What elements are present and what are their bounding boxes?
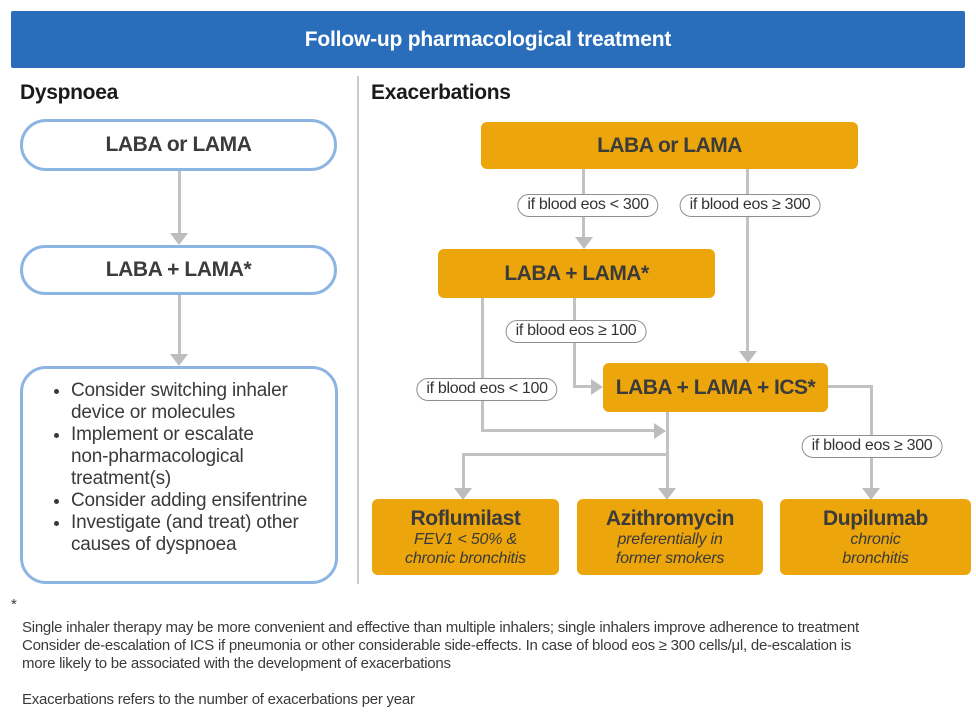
connector-line [573, 298, 576, 388]
exac-step2-box: LABA + LAMA* [438, 249, 715, 298]
connector-line [178, 171, 181, 234]
connector-line [828, 385, 873, 388]
exac-step1-label: LABA or LAMA [597, 133, 742, 157]
down-arrowhead-icon [658, 488, 676, 500]
condition-eos-lt-300: if blood eos < 300 [517, 194, 659, 217]
right-arrowhead-icon [591, 379, 603, 395]
figure-title-bar: Follow-up pharmacological treatment [11, 11, 965, 68]
down-arrowhead-icon [170, 354, 188, 366]
footnote-text: Single inhaler therapy may be more conve… [22, 619, 859, 636]
outcome-roflumilast-box: Roflumilast FEV1 < 50% & chronic bronchi… [372, 499, 559, 575]
outcome-dupilumab-box: Dupilumab chronic bronchitis [780, 499, 971, 575]
condition-eos-ge-300-dupilumab: if blood eos ≥ 300 [801, 435, 943, 458]
dyspnoea-step1-label: LABA or LAMA [105, 133, 252, 156]
dyspnoea-action-item: Consider adding ensifentrine [71, 490, 331, 512]
exac-step2-label: LABA + LAMA* [504, 261, 649, 285]
right-arrowhead-icon [654, 423, 666, 439]
dyspnoea-actions-list: Consider switching inhaler device or mol… [23, 380, 331, 556]
down-arrowhead-icon [739, 351, 757, 363]
figure-title: Follow-up pharmacological treatment [304, 27, 672, 51]
condition-eos-lt-100: if blood eos < 100 [416, 378, 558, 401]
dyspnoea-step2-label: LABA + LAMA* [105, 258, 252, 281]
connector-line [746, 169, 749, 352]
outcome-detail: preferentially in former smokers [615, 530, 725, 567]
dyspnoea-step1-box: LABA or LAMA [20, 119, 337, 171]
connector-line [462, 453, 668, 456]
exac-step1-box: LABA or LAMA [481, 122, 858, 169]
down-arrowhead-icon [170, 233, 188, 245]
panel-divider [357, 76, 359, 584]
condition-eos-ge-100: if blood eos ≥ 100 [505, 320, 647, 343]
outcome-detail: chronic bronchitis [842, 530, 909, 567]
outcome-name: Dupilumab [823, 506, 928, 530]
connector-line [462, 453, 465, 489]
dyspnoea-action-item: Investigate (and treat) other causes of … [71, 512, 331, 556]
outcome-azithromycin-box: Azithromycin preferentially in former sm… [577, 499, 763, 575]
exac-step3-box: LABA + LAMA + ICS* [603, 363, 828, 412]
dyspnoea-step2-box: LABA + LAMA* [20, 245, 337, 295]
dyspnoea-heading: Dyspnoea [20, 81, 118, 104]
dyspnoea-actions-box: Consider switching inhaler device or mol… [20, 366, 338, 584]
footnote-single-inhaler: * Single inhaler therapy may be more conv… [11, 596, 970, 637]
footnote-ics-deescalation: Consider de-escalation of ICS if pneumon… [22, 637, 852, 672]
asterisk-marker: * [11, 596, 17, 613]
connector-line [178, 295, 181, 355]
down-arrowhead-icon [575, 237, 593, 249]
connector-line [573, 385, 592, 388]
condition-eos-ge-300: if blood eos ≥ 300 [679, 194, 821, 217]
dyspnoea-action-item: Consider switching inhaler device or mol… [71, 380, 331, 424]
down-arrowhead-icon [454, 488, 472, 500]
connector-line [481, 429, 655, 432]
outcome-detail: FEV1 < 50% & chronic bronchitis [405, 530, 526, 567]
footnote-exacerbations-definition: Exacerbations refers to the number of ex… [22, 691, 415, 708]
outcome-name: Roflumilast [410, 506, 521, 530]
outcome-name: Azithromycin [605, 506, 735, 530]
connector-line [666, 412, 669, 489]
exacerbations-heading: Exacerbations [371, 81, 511, 104]
exac-step3-label: LABA + LAMA + ICS* [615, 375, 816, 399]
down-arrowhead-icon [862, 488, 880, 500]
dyspnoea-action-item: Implement or escalate non-pharmacologica… [71, 424, 331, 490]
connector-line [481, 298, 484, 432]
